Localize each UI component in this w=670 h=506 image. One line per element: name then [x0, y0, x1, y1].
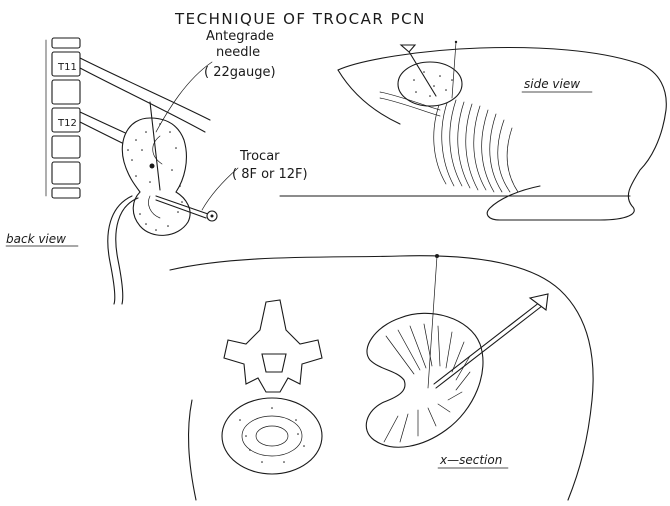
- label-x-section: x—section: [439, 453, 502, 467]
- label-trocar-size: ( 8F or 12F): [232, 167, 308, 182]
- kidney-back-view: [122, 118, 190, 235]
- kidney-cross-section: [366, 313, 483, 447]
- label-needle: needle: [216, 45, 260, 60]
- label-trocar: Trocar: [239, 149, 280, 164]
- label-t12: T12: [57, 118, 77, 129]
- vertebral-body: [222, 398, 322, 474]
- back-view-illustration: T11 T12: [46, 38, 217, 304]
- diagram-title: TECHNIQUE OF TROCAR PCN: [174, 10, 426, 28]
- label-needle-gauge: ( 22gauge): [204, 65, 276, 80]
- vertebra-cross-section: [222, 300, 322, 474]
- side-view-illustration: [280, 41, 666, 220]
- label-back-view: back view: [6, 232, 66, 246]
- label-side-view: side view: [524, 77, 580, 91]
- body-contour: [170, 256, 593, 500]
- label-antegrade: Antegrade: [206, 29, 274, 44]
- label-t11: T11: [57, 62, 77, 73]
- x-section-illustration: [170, 254, 593, 500]
